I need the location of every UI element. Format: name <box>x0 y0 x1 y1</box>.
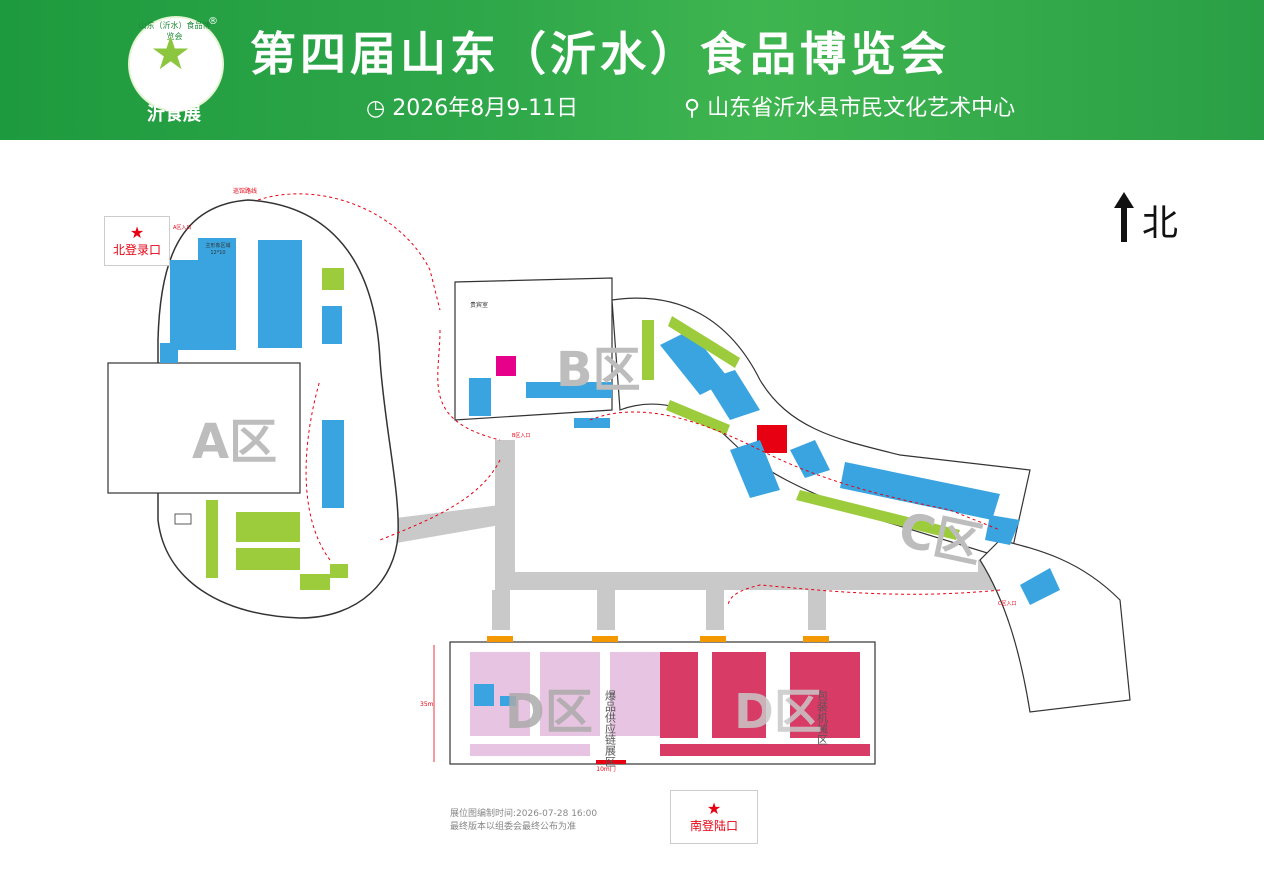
footer-note: 展位图编制时间:2026-07-28 16:00 最终版本以组委会最终公布为准 <box>450 808 597 834</box>
logo-ring-text: 山东（沂水）食品博览会 <box>138 21 211 41</box>
d-side-label: 35m <box>420 701 434 708</box>
page-title: 第四届山东（沂水）食品博览会 <box>250 27 950 81</box>
route-label: 巡馆路线 <box>233 187 257 195</box>
event-location-text: 山东省沂水县市民文化艺术中心 <box>707 96 1016 121</box>
logo-star-icon: ★ <box>150 26 192 80</box>
clock-icon: ◷ <box>366 96 386 121</box>
zone-b-building: 贵宾室 <box>454 277 1131 713</box>
south-entrance: ★ 南登陆口 <box>670 790 758 844</box>
a-entrance-label: A区入口 <box>173 225 191 231</box>
d-section-1-label: 爆品供应链展区 <box>604 689 617 767</box>
footer-note-line2: 最终版本以组委会最终公布为准 <box>450 822 577 832</box>
zone-a-main-size: 12*10 <box>210 250 225 256</box>
south-entrance-label: 南登陆口 <box>689 819 738 833</box>
footer-note-line1: 展位图编制时间:2026-07-28 16:00 <box>450 809 598 819</box>
tour-route <box>257 193 1001 606</box>
event-date: ◷ 2026年8月9-11日 <box>366 90 578 122</box>
d-section-2-label: 包装机械区 <box>816 690 829 745</box>
logo-name: 沂食展 <box>147 104 201 125</box>
compass-label: 北 <box>1142 203 1179 244</box>
compass: 北 <box>1112 192 1178 248</box>
event-location: ⚲ 山东省沂水县市民文化艺术中心 <box>684 90 1015 122</box>
event-date-text: 2026年8月9-11日 <box>392 96 579 121</box>
zone-a-label: A区 <box>192 414 278 470</box>
c-entrance-label: C区入口 <box>998 601 1017 607</box>
north-entrance-label: 北登录口 <box>112 243 161 257</box>
zone-d2-label: D区 <box>734 684 822 740</box>
zone-a-building: 主形象区域 12*10 <box>107 199 399 619</box>
b-entrance-label: B区入口 <box>512 433 530 439</box>
north-entrance-star-icon: ★ <box>129 223 145 242</box>
zone-d-hall: 35m 10m门 爆品供应链展区 包装机械区 <box>420 636 876 773</box>
registered-mark: ® <box>208 16 218 27</box>
zone-a-main-label: 主形象区域 <box>205 242 230 249</box>
south-entrance-star-icon: ★ <box>706 799 722 818</box>
vip-room-label: 贵宾室 <box>470 301 488 309</box>
zone-d1-label: D区 <box>505 684 593 740</box>
logo <box>128 16 224 112</box>
header-banner: 山东（沂水）食品博览会 ★ ® 沂食展 第四届山东（沂水）食品博览会 ◷ 202… <box>0 0 1264 140</box>
north-arrow-icon <box>1114 192 1134 242</box>
location-pin-icon: ⚲ <box>684 96 701 121</box>
d-gate-label: 10m门 <box>596 765 615 773</box>
north-entrance: ★ 北登录口 <box>104 216 170 266</box>
zone-b-label: B区 <box>556 342 641 398</box>
